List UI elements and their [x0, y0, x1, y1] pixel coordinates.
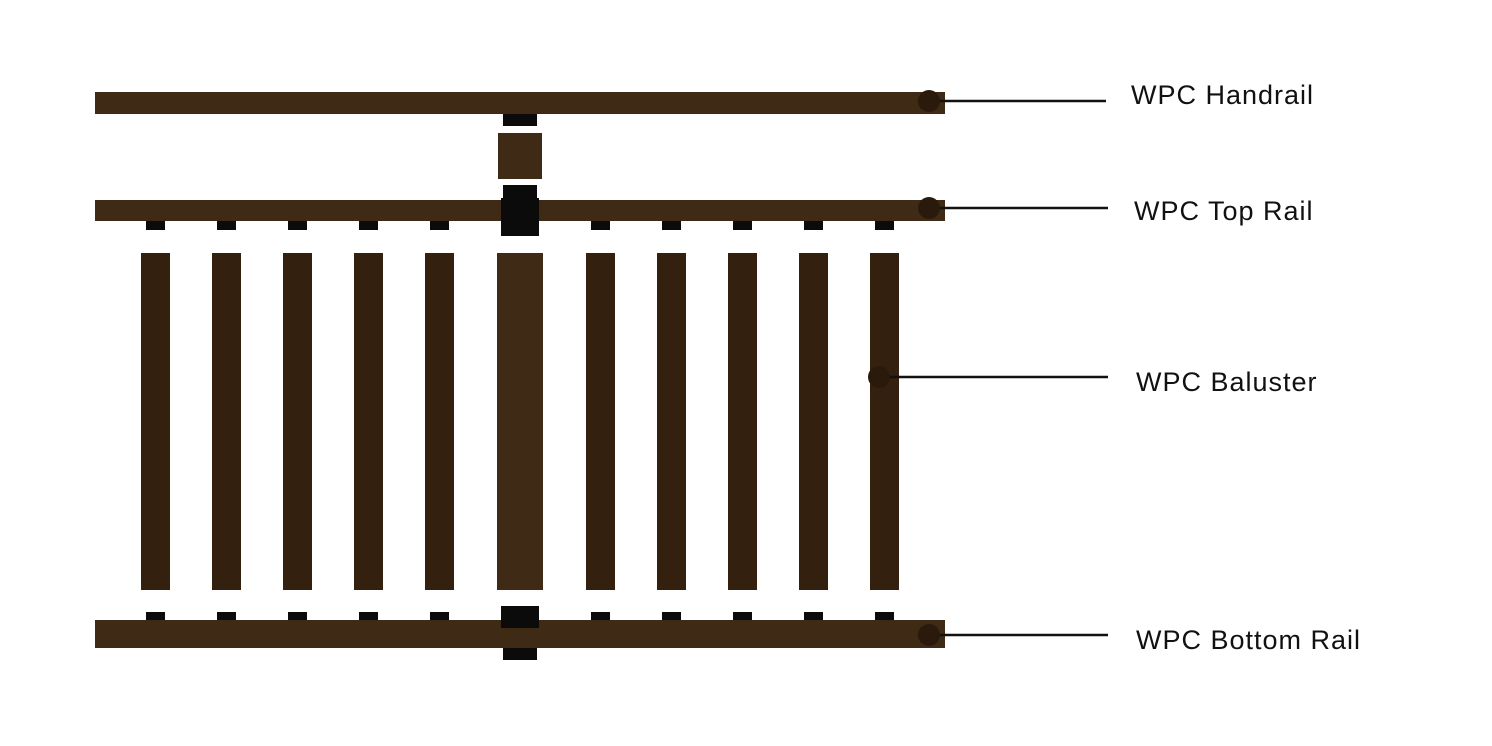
baluster-6	[586, 253, 615, 590]
bottom-connector-1	[146, 612, 165, 622]
bottom-connector-9	[804, 612, 823, 622]
balusters	[141, 253, 899, 590]
callout-top-rail: WPC Top Rail	[918, 196, 1314, 226]
post-connector-top-rail	[501, 198, 539, 236]
callout-dot	[918, 90, 940, 112]
callout-dot	[918, 197, 940, 219]
top-connectors	[146, 221, 894, 230]
baluster-7	[657, 253, 686, 590]
bottom-connector-4	[359, 612, 378, 622]
label-top-rail: WPC Top Rail	[1134, 196, 1314, 226]
label-baluster: WPC Baluster	[1136, 367, 1318, 397]
baluster-1	[141, 253, 170, 590]
top-connector-3	[288, 221, 307, 230]
bottom-connector-6	[591, 612, 610, 622]
callout-dot	[918, 624, 940, 646]
callout-dot	[868, 366, 890, 388]
post-foot	[503, 648, 537, 660]
bottom-connector-10	[875, 612, 894, 622]
baluster-5	[425, 253, 454, 590]
bottom-connector-7	[662, 612, 681, 622]
baluster-9	[799, 253, 828, 590]
post-cap-mid	[503, 185, 537, 199]
callout-baluster: WPC Baluster	[868, 366, 1318, 397]
baluster-4	[354, 253, 383, 590]
label-bottom-rail: WPC Bottom Rail	[1136, 625, 1361, 655]
bottom-connector-8	[733, 612, 752, 622]
bottom-connector-2	[217, 612, 236, 622]
label-handrail: WPC Handrail	[1131, 80, 1314, 110]
bottom-connectors	[146, 612, 894, 622]
top-connector-9	[804, 221, 823, 230]
top-connector-2	[217, 221, 236, 230]
baluster-10	[870, 253, 899, 590]
post-connector-bottom-rail	[501, 606, 539, 628]
top-connector-8	[733, 221, 752, 230]
baluster-8	[728, 253, 757, 590]
handrail-bar	[95, 92, 945, 114]
bottom-connector-3	[288, 612, 307, 622]
top-connector-6	[591, 221, 610, 230]
bottom-connector-5	[430, 612, 449, 622]
top-connector-7	[662, 221, 681, 230]
callout-handrail: WPC Handrail	[918, 80, 1314, 112]
baluster-3	[283, 253, 312, 590]
top-connector-10	[875, 221, 894, 230]
post-segment-upper	[498, 133, 542, 179]
baluster-2	[212, 253, 241, 590]
top-connector-5	[430, 221, 449, 230]
top-connector-1	[146, 221, 165, 230]
post-cap-top	[503, 114, 537, 126]
top-connector-4	[359, 221, 378, 230]
callout-bottom-rail: WPC Bottom Rail	[918, 624, 1361, 655]
center-post	[497, 253, 543, 590]
